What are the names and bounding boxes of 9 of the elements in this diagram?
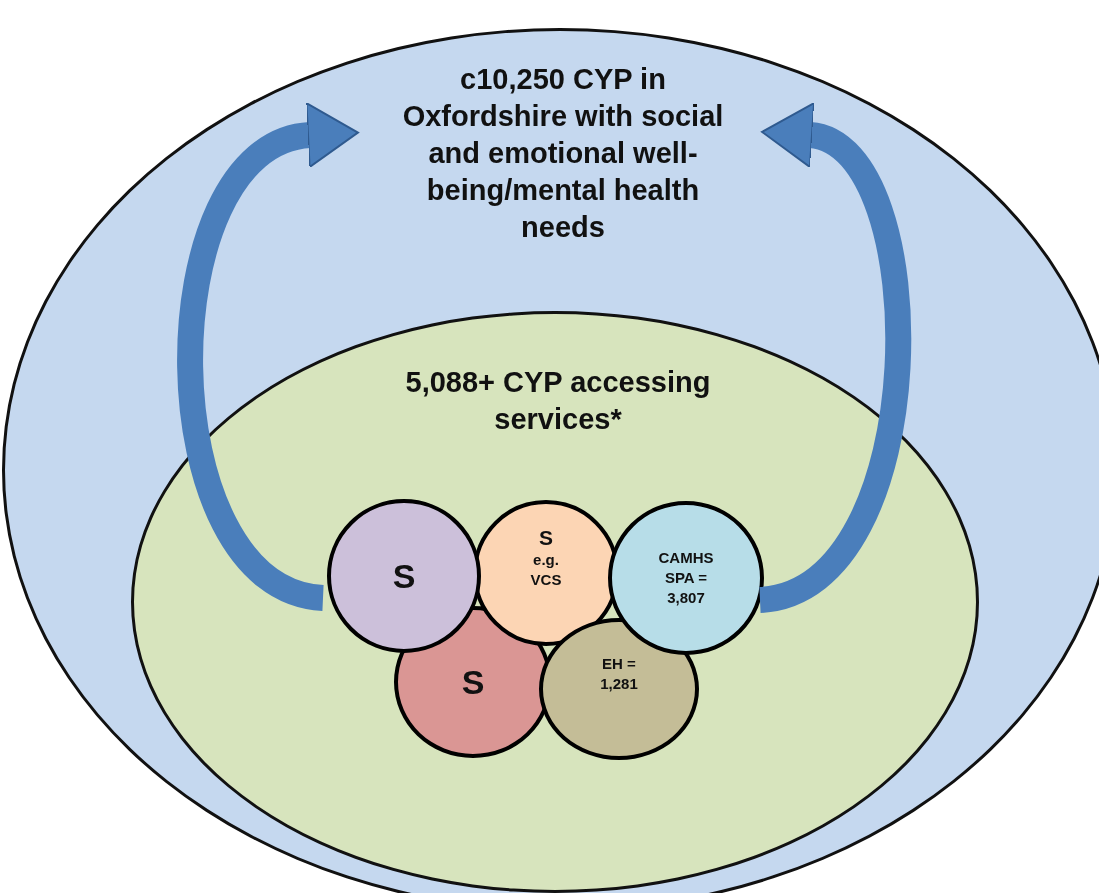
region-label: c10,250 CYP in Oxfordshire with social and emotional well-being/mental health needs — [401, 62, 725, 245]
circle-label: S — [461, 662, 485, 702]
region-label: 5,088+ CYP accessing services* — [404, 365, 712, 437]
circle-label: S — [392, 556, 416, 596]
circle-label: S — [539, 526, 553, 550]
curved-arrow — [756, 104, 911, 613]
circle-label: EH = 1,281 — [599, 654, 639, 694]
circle-label: CAMHS SPA = 3,807 — [657, 548, 715, 608]
circle-label: e.g. VCS — [529, 550, 563, 590]
